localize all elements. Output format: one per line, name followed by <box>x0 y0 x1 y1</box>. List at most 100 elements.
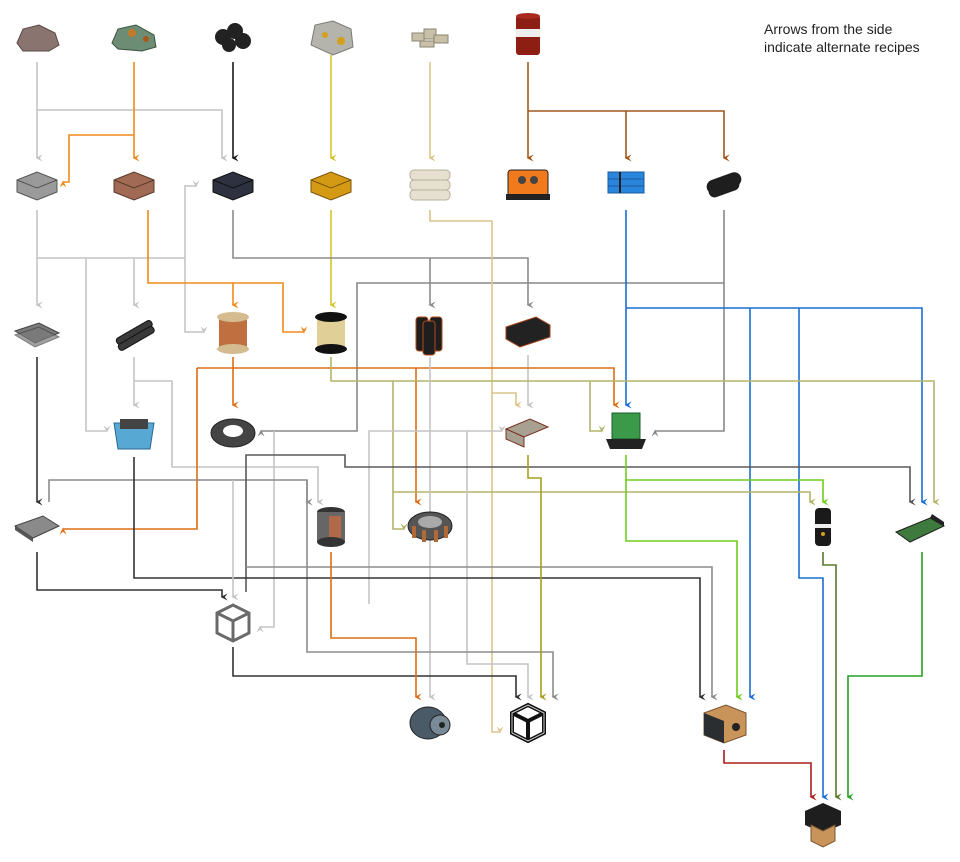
recipe-arrow <box>306 480 559 701</box>
reinforced-plate-icon <box>13 515 61 542</box>
node-steel-beam <box>500 305 556 355</box>
recipe-arrow <box>651 283 725 437</box>
recipe-arrow <box>48 479 313 506</box>
node-cable <box>205 407 261 457</box>
node-concrete <box>402 158 458 208</box>
caterium-ore-icon <box>310 20 354 56</box>
node-iron-ore <box>9 13 65 63</box>
recipe-arrow <box>528 110 632 162</box>
circuit-board-icon <box>606 412 646 449</box>
iron-plate-icon <box>13 322 61 348</box>
recipe-arrow <box>59 368 198 535</box>
recipe-arrow <box>492 392 522 409</box>
node-crude-oil <box>500 11 556 61</box>
node-supercomputer <box>795 797 851 848</box>
recipe-arrow <box>392 381 816 506</box>
node-iron-rod <box>106 307 162 357</box>
recipe-arrow <box>197 367 620 409</box>
iron-ingot-icon <box>16 171 58 201</box>
recipe-arrow <box>232 647 522 701</box>
node-modular-frame <box>205 597 261 647</box>
recipe-arrow <box>822 552 842 801</box>
steel-beam-icon <box>505 316 551 348</box>
plastic-icon <box>607 171 645 194</box>
legend-note-line-2: indicate alternate recipes <box>764 39 920 55</box>
recipe-arrow <box>527 455 547 701</box>
recipe-arrow <box>846 552 923 801</box>
copper-ingot-icon <box>113 171 155 201</box>
connector-icon <box>815 508 831 546</box>
recipe-arrow <box>625 455 829 506</box>
recipe-arrow <box>589 381 606 433</box>
quickwire-spool-icon <box>315 312 347 354</box>
node-coal <box>205 13 261 63</box>
recipe-arrow <box>723 750 817 801</box>
recipe-arrow <box>256 431 275 633</box>
recipe-arrow <box>626 110 730 162</box>
recipe-arrow <box>233 282 308 334</box>
recipe-arrow <box>798 308 829 801</box>
recipe-arrow <box>147 210 239 309</box>
iron-ore-icon <box>16 24 60 52</box>
recipe-arrow <box>85 258 111 433</box>
recipe-arrow <box>625 480 743 701</box>
node-iron-plate <box>9 307 65 357</box>
node-plastic <box>598 158 654 208</box>
node-motor <box>402 697 458 747</box>
supercomputer-icon <box>805 803 841 848</box>
recipe-arrow <box>246 566 718 701</box>
node-quickwire <box>303 307 359 357</box>
node-heavy-frame <box>500 697 556 747</box>
cable-coil-icon <box>210 418 256 448</box>
recipe-arrow <box>184 258 208 334</box>
computer-icon <box>703 704 747 744</box>
screw-bin-icon <box>113 419 155 450</box>
edges <box>35 55 940 801</box>
heavy-frame-icon <box>510 702 546 744</box>
node-encased-beam <box>500 405 556 455</box>
node-steel-ingot <box>205 158 261 208</box>
iron-rod-icon <box>115 320 155 351</box>
node-stator <box>402 502 458 552</box>
recipe-arrow <box>330 357 940 506</box>
node-copper-ore <box>106 13 162 63</box>
node-caterium-ore <box>303 13 359 63</box>
recipe-arrow <box>392 492 408 531</box>
recipe-arrow <box>466 431 534 701</box>
recipe-arrow <box>133 457 706 701</box>
node-capacitor <box>795 502 851 552</box>
modular-frame-icon <box>215 603 251 643</box>
node-ai-limiter <box>892 502 948 552</box>
rotor-icon <box>317 507 345 547</box>
node-circuit-board <box>598 405 654 455</box>
recipe-arrow <box>134 380 324 506</box>
encased-beam-icon <box>504 418 550 448</box>
recipe-arrow <box>184 180 200 258</box>
node-iron-ingot <box>9 158 65 208</box>
concrete-icon <box>409 169 451 201</box>
legend-note: Arrows from the side indicate alternate … <box>764 20 954 56</box>
node-limestone <box>402 13 458 63</box>
node-reinforced-plate <box>9 502 65 552</box>
node-caterium-ingot <box>303 158 359 208</box>
recipe-arrow <box>368 425 506 604</box>
recipe-arrow <box>245 454 916 592</box>
recipe-arrow <box>232 210 534 309</box>
coal-icon <box>215 23 251 52</box>
caterium-ingot-icon <box>310 171 352 201</box>
fuel-icon <box>506 169 550 200</box>
motor-icon <box>409 706 451 740</box>
limestone-icon <box>411 28 449 48</box>
node-copper-ingot <box>106 158 162 208</box>
node-screw <box>106 407 162 457</box>
node-rotor <box>303 502 359 552</box>
steel-pipe-icon <box>415 316 443 356</box>
recipe-arrow <box>626 307 928 506</box>
recipe-arrow <box>330 552 422 701</box>
oil-barrel-icon <box>516 13 540 55</box>
wire-spool-icon <box>217 312 249 354</box>
steel-ingot-icon <box>212 171 254 201</box>
node-rubber <box>696 158 752 208</box>
node-wire <box>205 307 261 357</box>
